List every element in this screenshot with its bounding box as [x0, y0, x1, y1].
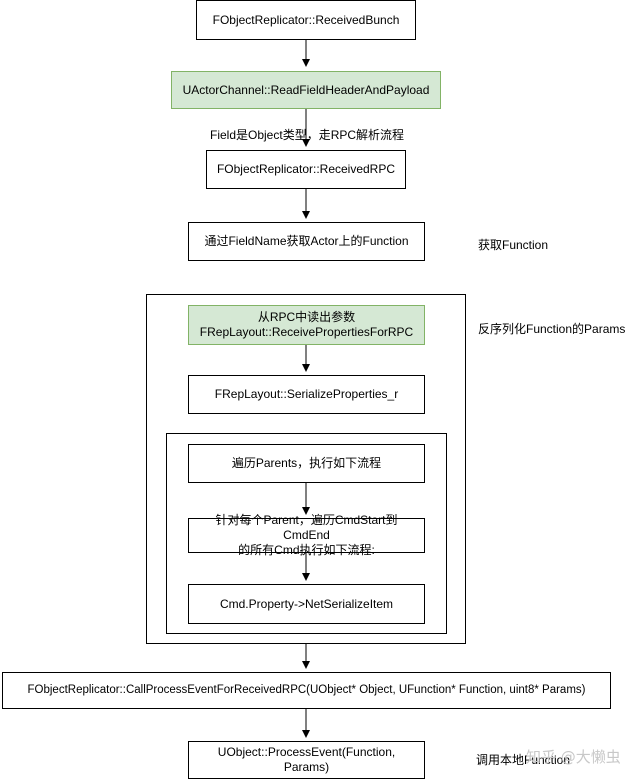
- label-get-function-note: 获取Function: [478, 238, 549, 252]
- deserialize-params-group: [146, 294, 466, 644]
- watermark-text: 知乎 @大懒虫: [526, 748, 621, 766]
- node-each-parent-line1: 针对每个Parent，遍历CmdStart到CmdEnd: [215, 513, 398, 542]
- node-read-params-line2: FRepLayout::ReceivePropertiesForRPC: [199, 325, 414, 339]
- node-net-serialize-item[interactable]: Cmd.Property->NetSerializeItem: [188, 584, 425, 624]
- node-read-params-line1: 从RPC中读出参数: [257, 310, 356, 324]
- node-read-field-header-text: UActorChannel::ReadFieldHeaderAndPayload: [182, 82, 430, 97]
- node-read-field-header[interactable]: UActorChannel::ReadFieldHeaderAndPayload: [171, 71, 441, 109]
- node-process-event-text: UObject::ProcessEvent(Function, Params): [217, 745, 396, 774]
- node-each-parent-line2: 的所有Cmd执行如下流程:: [238, 543, 375, 557]
- node-each-parent[interactable]: 针对每个Parent，遍历CmdStart到CmdEnd 的所有Cmd执行如下流…: [188, 513, 425, 557]
- node-process-event[interactable]: UObject::ProcessEvent(Function, Params): [188, 741, 425, 779]
- node-received-rpc-text: FObjectReplicator::ReceivedRPC: [216, 162, 396, 176]
- node-call-process-event-text: FObjectReplicator::CallProcessEventForRe…: [27, 684, 586, 696]
- node-get-function[interactable]: 通过FieldName获取Actor上的Function: [188, 222, 425, 261]
- node-serialize-properties-text: FRepLayout::SerializeProperties_r: [214, 387, 399, 401]
- node-net-serialize-item-text: Cmd.Property->NetSerializeItem: [219, 596, 394, 611]
- traverse-parents-group: [166, 433, 447, 634]
- node-read-params[interactable]: 从RPC中读出参数 FRepLayout::ReceivePropertiesF…: [188, 305, 425, 345]
- node-get-function-text: 通过FieldName获取Actor上的Function: [204, 234, 409, 248]
- node-traverse-parents-text: 遍历Parents，执行如下流程: [231, 456, 382, 470]
- node-traverse-parents[interactable]: 遍历Parents，执行如下流程: [188, 444, 425, 483]
- node-received-bunch[interactable]: FObjectReplicator::ReceivedBunch: [196, 0, 416, 40]
- label-deserialize-note: 反序列化Function的Params: [478, 322, 626, 336]
- label-call-local-note: 调用本地Function: [476, 753, 571, 767]
- label-field-is-object: Field是Object类型，走RPC解析流程: [210, 128, 405, 142]
- node-received-bunch-text: FObjectReplicator::ReceivedBunch: [212, 12, 400, 27]
- node-call-process-event[interactable]: FObjectReplicator::CallProcessEventForRe…: [2, 672, 611, 709]
- node-serialize-properties[interactable]: FRepLayout::SerializeProperties_r: [188, 375, 425, 414]
- node-received-rpc[interactable]: FObjectReplicator::ReceivedRPC: [206, 150, 406, 189]
